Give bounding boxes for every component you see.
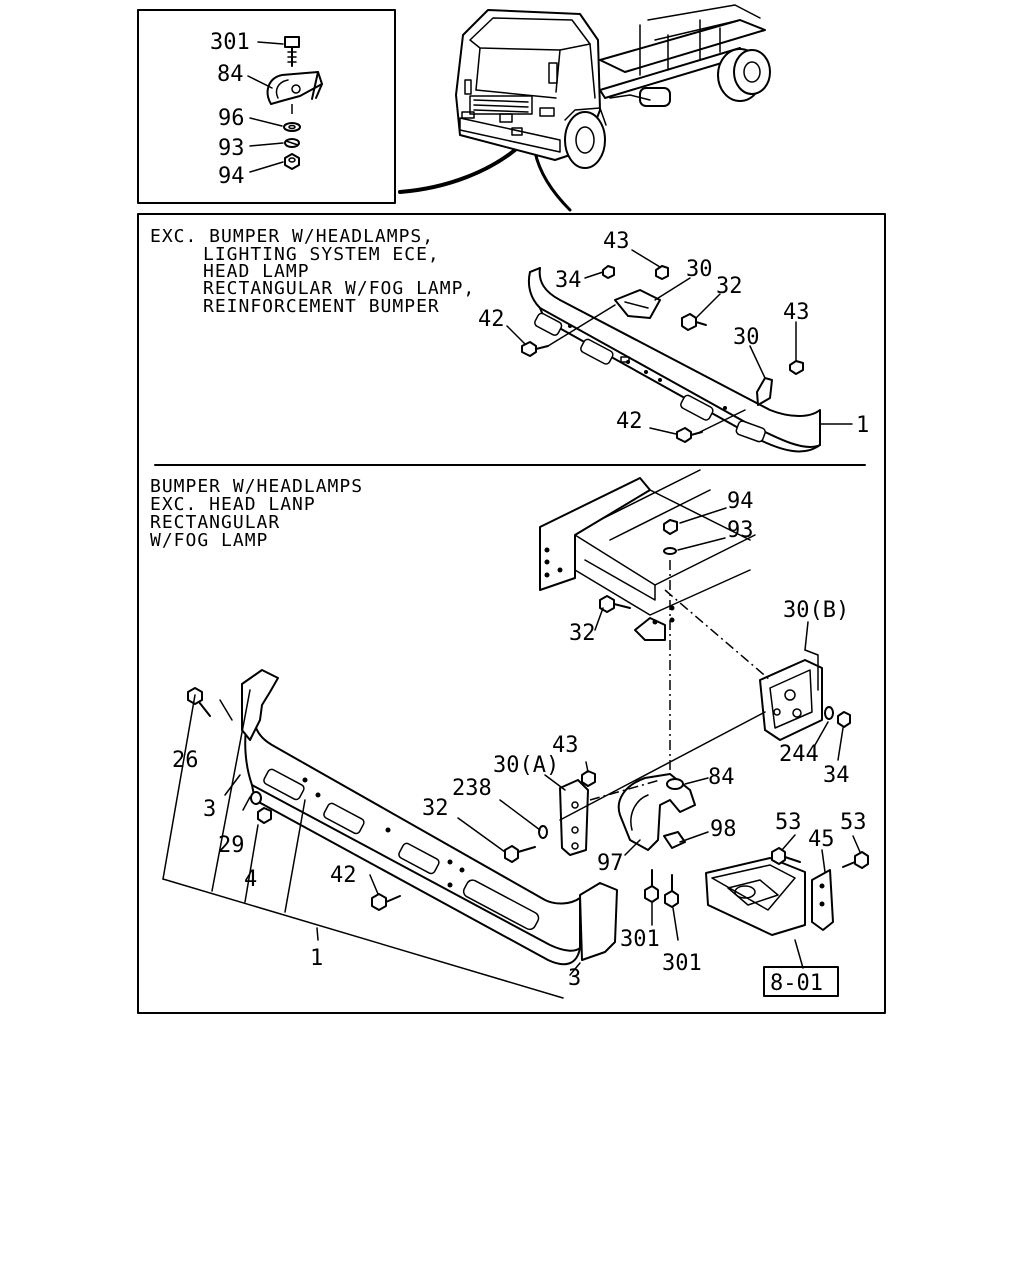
lower-callout-32: 32	[422, 796, 449, 821]
bolt-42-lower	[371, 893, 401, 911]
main-diagram-frame	[137, 213, 886, 1014]
lower-section-note: BUMPER W/HEADLAMPS EXC. HEAD LANP RECTAN…	[150, 476, 363, 551]
lower-callout-leaders	[162, 507, 861, 999]
upper-callout-34: 34	[555, 268, 582, 293]
lower-callout-30b: 30(B)	[783, 598, 849, 623]
lower-callout-45: 45	[808, 827, 835, 852]
bolt-26-drawing	[187, 687, 211, 717]
inset-callout-301: 301	[210, 30, 250, 55]
upper-note-line-3: HEAD LAMP	[203, 261, 310, 282]
bracket-30b-drawing	[664, 589, 823, 741]
lower-callout-34: 34	[823, 763, 850, 788]
upper-callout-32: 32	[716, 274, 743, 299]
lower-callout-1: 1	[310, 946, 323, 971]
lower-callout-3-right: 3	[568, 966, 581, 991]
lower-callout-30a: 30(A)	[493, 753, 559, 778]
inset-hardware-box: 301 84 96 93 94	[137, 9, 396, 204]
lower-callout-238: 238	[452, 776, 492, 801]
bolt-301-drawing	[284, 36, 300, 67]
lower-callout-84: 84	[708, 765, 735, 790]
lower-note-line-3: RECTANGULAR	[150, 512, 280, 533]
nut-4	[257, 807, 272, 824]
lower-callout-301-left: 301	[620, 927, 660, 952]
inset-callout-94: 94	[218, 164, 245, 189]
inset-callout-96: 96	[218, 106, 245, 131]
lower-callout-98: 98	[710, 817, 737, 842]
bolt-32-lower	[504, 845, 536, 863]
lower-callout-42: 42	[330, 863, 357, 888]
lower-callout-29: 29	[218, 833, 245, 858]
truck-illustration	[455, 4, 771, 169]
upper-section-note: EXC. BUMPER W/HEADLAMPS, LIGHTING SYSTEM…	[150, 226, 475, 317]
upper-note-line-2: LIGHTING SYSTEM ECE,	[203, 244, 440, 265]
upper-callout-1: 1	[856, 413, 869, 438]
bracket-30a-drawing	[559, 779, 589, 856]
frame-rail-drawing	[539, 469, 756, 641]
inset-callout-84: 84	[217, 62, 244, 87]
tow-hook-84-drawing	[266, 71, 323, 116]
lower-callout-43: 43	[552, 733, 579, 758]
washer-238	[538, 825, 548, 839]
lower-callout-301-right: 301	[662, 951, 702, 976]
reference-box-8-01: 8-01	[763, 966, 839, 997]
upper-callout-42-bottom: 42	[616, 409, 643, 434]
fog-lamp-drawing	[705, 857, 834, 936]
reference-box-label: 8-01	[770, 971, 823, 996]
frame-nut-stack	[663, 519, 678, 770]
bolts-301-lower	[644, 869, 679, 908]
inset-callout-93: 93	[218, 136, 245, 161]
upper-bumper-drawing	[521, 265, 821, 453]
upper-callout-30-left: 30	[686, 257, 713, 282]
upper-callout-30-right: 30	[733, 325, 760, 350]
lower-callout-26: 26	[172, 748, 199, 773]
nut-43-lower	[581, 770, 596, 787]
lower-note-line-2: EXC. HEAD LANP	[150, 494, 316, 515]
washer-244	[824, 706, 834, 720]
upper-note-line-1: EXC. BUMPER W/HEADLAMPS,	[150, 226, 434, 247]
tow-hook-assembly	[559, 711, 766, 851]
lower-callout-94: 94	[727, 489, 754, 514]
main-pointer-curve	[533, 150, 572, 212]
washer-stack-drawing	[283, 122, 301, 170]
upper-callout-leaders	[506, 249, 853, 435]
lower-callout-32-frame: 32	[569, 621, 596, 646]
lower-callout-97: 97	[597, 851, 624, 876]
lower-callout-3-left: 3	[203, 797, 216, 822]
upper-note-line-5: REINFORCEMENT BUMPER	[203, 296, 440, 317]
lower-bumper-drawing	[241, 669, 618, 966]
upper-note-line-4: RECTANGULAR W/FOG LAMP,	[203, 278, 475, 299]
nut-34	[837, 711, 851, 728]
upper-callout-43-top: 43	[603, 229, 630, 254]
lower-callout-4: 4	[244, 867, 257, 892]
upper-callout-43-right: 43	[783, 300, 810, 325]
lower-callout-53-right: 53	[840, 810, 867, 835]
upper-callout-42-left: 42	[478, 307, 505, 332]
lower-callout-244: 244	[779, 742, 819, 767]
bolts-53	[771, 847, 869, 869]
lower-note-line-1: BUMPER W/HEADLAMPS	[150, 476, 363, 497]
lower-callout-53-left: 53	[775, 810, 802, 835]
inset-pointer-curve	[398, 148, 517, 194]
frame-bolt-32	[599, 595, 631, 613]
lower-note-line-4: W/FOG LAMP	[150, 530, 268, 551]
washer-29	[250, 791, 262, 805]
lower-callout-93: 93	[727, 518, 754, 543]
